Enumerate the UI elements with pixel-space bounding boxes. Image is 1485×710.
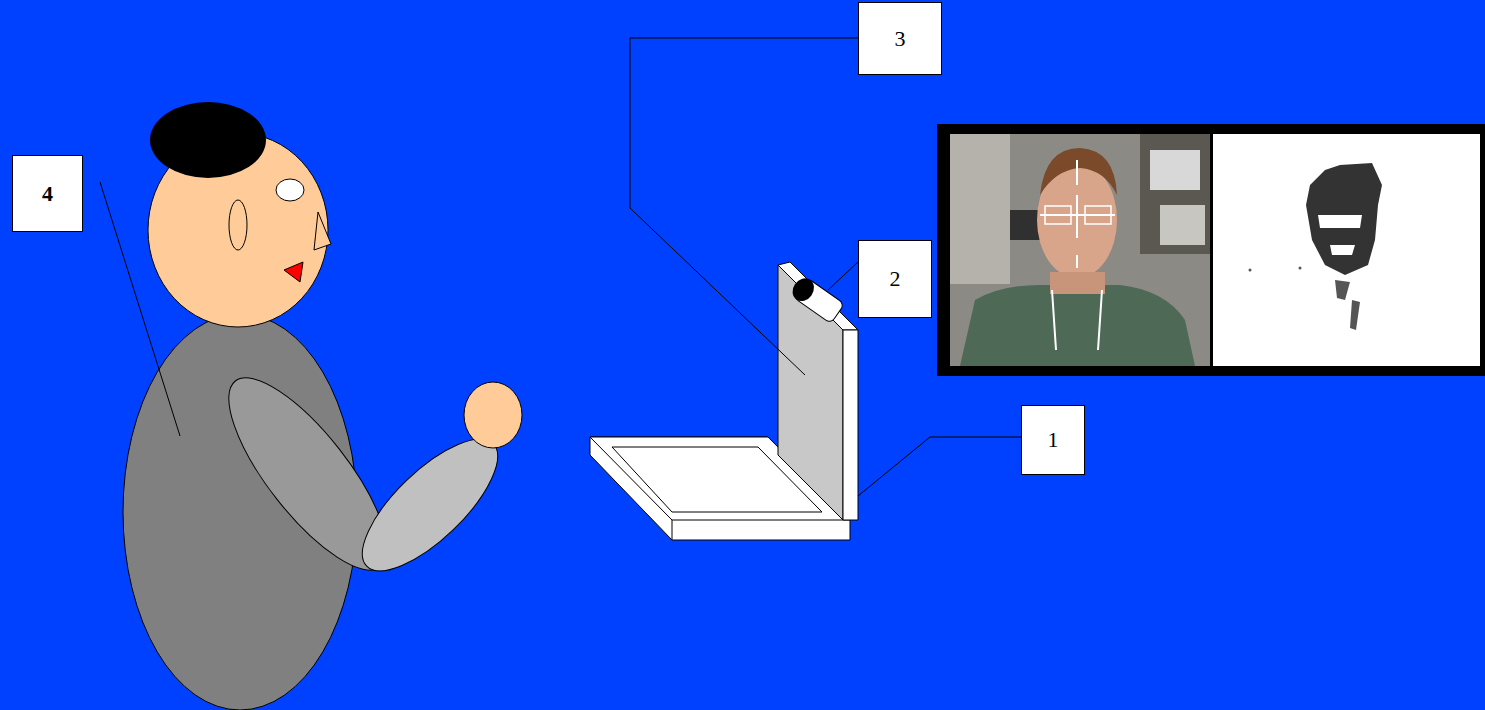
callout-number: 4 bbox=[42, 181, 53, 207]
photo-shelf bbox=[1140, 134, 1210, 254]
person-hair bbox=[150, 102, 266, 178]
photo-books bbox=[1150, 150, 1200, 190]
mask-neck bbox=[1335, 280, 1360, 330]
person-nose bbox=[314, 212, 331, 250]
leader-line bbox=[828, 262, 858, 290]
laptop-base-edge bbox=[672, 520, 673, 540]
callout-box: 3 bbox=[858, 2, 942, 75]
photo-shirt bbox=[960, 285, 1195, 366]
camera-photo bbox=[950, 134, 1210, 366]
person-hand bbox=[464, 382, 522, 448]
callout-box: 4 bbox=[12, 155, 83, 232]
laptop-screen-side bbox=[843, 330, 858, 520]
callout-number: 3 bbox=[895, 26, 906, 52]
photo-object bbox=[1010, 210, 1040, 240]
person-mouth bbox=[284, 262, 303, 282]
mask-noise bbox=[1299, 267, 1302, 270]
callout-number: 2 bbox=[890, 266, 901, 292]
tracking-mark bbox=[1076, 255, 1078, 268]
mask-image bbox=[1213, 134, 1480, 366]
leader-line bbox=[630, 38, 858, 375]
photo-lanyard bbox=[1052, 290, 1102, 350]
photo-printer bbox=[1160, 205, 1205, 245]
mask-face bbox=[1306, 163, 1382, 275]
callout-box: 2 bbox=[858, 240, 932, 318]
photo-hair bbox=[1040, 148, 1117, 195]
callout-number: 1 bbox=[1048, 427, 1059, 453]
camera-lens bbox=[788, 274, 818, 305]
photo-frame bbox=[937, 124, 1485, 376]
person-eye bbox=[276, 179, 304, 201]
mask-holes bbox=[1318, 215, 1362, 255]
mask-noise bbox=[1249, 269, 1252, 272]
photo-wall bbox=[950, 134, 1010, 284]
leader-line bbox=[100, 182, 180, 436]
laptop-screen-top bbox=[778, 262, 858, 330]
tracking-mark bbox=[1076, 195, 1078, 238]
leader-line bbox=[858, 437, 1021, 496]
camera bbox=[788, 274, 844, 323]
person-ear bbox=[229, 200, 247, 250]
tracking-mark bbox=[1076, 160, 1078, 185]
photo-glasses bbox=[1085, 206, 1111, 224]
callout-box: 1 bbox=[1021, 405, 1085, 475]
photo-neck bbox=[1050, 272, 1105, 294]
photo-glasses bbox=[1045, 206, 1071, 224]
